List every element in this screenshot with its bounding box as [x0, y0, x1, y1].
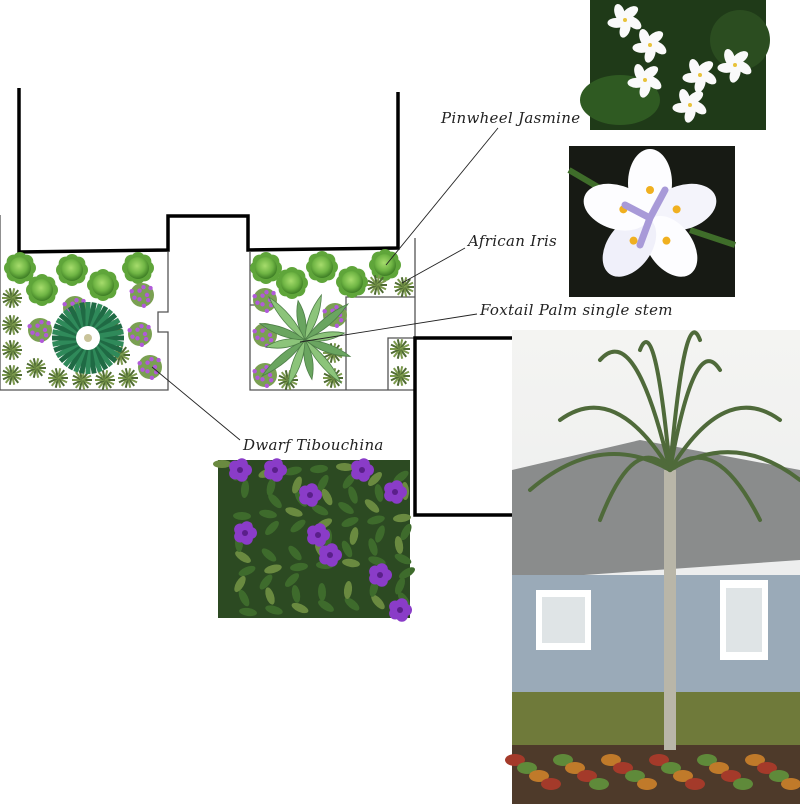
palm-frond — [638, 340, 672, 472]
jasmine-shrub-symbol — [122, 252, 154, 284]
foliage-plant — [733, 778, 753, 790]
jasmine-flower — [682, 59, 717, 93]
iris-symbol — [2, 340, 22, 360]
iris-symbol — [26, 358, 46, 378]
iris-petal — [583, 183, 650, 231]
foliage-plant — [577, 770, 597, 782]
tibouchina-flower — [319, 543, 342, 567]
iris-symbol — [394, 277, 414, 297]
palm-frond — [668, 455, 762, 522]
palm-frond — [598, 349, 672, 472]
foliage-plant — [709, 762, 729, 774]
palm-frond — [668, 359, 722, 472]
african-iris-photo — [567, 146, 736, 297]
jasmine-shrub-symbol — [369, 249, 401, 281]
foxtail-palm-photo — [505, 330, 800, 804]
bed-outlines — [0, 215, 416, 391]
tibouchina-flower — [234, 521, 257, 545]
foliage-plant — [529, 770, 549, 782]
label-foxtail-palm: Foxtail Palm single stem — [480, 301, 673, 319]
dwarf-tibouchina-photo — [213, 458, 415, 622]
foliage-plant — [625, 770, 645, 782]
leader-tibouchina — [151, 366, 241, 441]
tibouchina-flower — [369, 563, 392, 587]
foliage-plant — [553, 754, 573, 766]
leader-jasmine — [385, 127, 499, 266]
jasmine-shrub-symbol — [306, 251, 338, 283]
fan-palm-symbol — [52, 302, 124, 374]
foliage-plant — [505, 754, 525, 766]
jasmine-shrub-symbol — [250, 252, 282, 284]
tibouchina-flower — [384, 480, 407, 504]
iris-symbol — [367, 275, 387, 295]
iris-petal — [643, 215, 698, 277]
foliage-plant — [601, 754, 621, 766]
palm-frond — [668, 330, 702, 472]
foliage-plant — [541, 778, 561, 790]
jasmine-flower — [672, 89, 707, 123]
tibouchina-flower — [299, 483, 322, 507]
iris-symbol — [2, 288, 22, 308]
iris-symbol — [95, 370, 115, 390]
jasmine-shrub-symbol — [336, 266, 368, 298]
iris-symbol — [390, 366, 410, 386]
foliage-plant — [613, 762, 633, 774]
tibouchina-symbol — [127, 322, 152, 348]
foliage-plant — [721, 770, 741, 782]
tibouchina-flower — [264, 458, 287, 482]
iris-symbol — [72, 370, 92, 390]
palm-frond — [558, 405, 672, 472]
tibouchina-flower — [307, 523, 330, 547]
foliage-plant — [673, 770, 693, 782]
house-wall — [17, 88, 512, 517]
jasmine-shrub-symbol — [276, 267, 308, 299]
jasmine-shrub-symbol — [4, 252, 36, 284]
foliage-plant — [589, 778, 609, 790]
foxtail-palm-symbol — [258, 293, 352, 387]
plant-symbols — [2, 249, 414, 390]
iris-symbol — [2, 315, 22, 335]
foliage-plant — [649, 754, 669, 766]
jasmine-shrub-symbol — [87, 269, 119, 301]
jasmine-flower — [717, 49, 752, 83]
jasmine-flower — [607, 4, 642, 38]
foliage-plant — [565, 762, 585, 774]
foliage-plant — [781, 778, 800, 790]
leader-iris — [401, 247, 466, 284]
palm-frond — [668, 405, 782, 472]
tibouchina-symbol — [129, 283, 154, 309]
foliage-plant — [769, 770, 789, 782]
iris-symbol — [48, 368, 68, 388]
tibouchina-flower — [351, 458, 374, 482]
palm-frond — [528, 452, 672, 492]
iris-symbol — [118, 368, 138, 388]
foliage-plant — [685, 778, 705, 790]
pinwheel-jasmine-photo — [580, 0, 770, 130]
palm-frond — [598, 455, 672, 522]
foliage-plant — [757, 762, 777, 774]
foliage-plant — [745, 754, 765, 766]
foliage-plant — [637, 778, 657, 790]
tibouchina-flower — [389, 598, 412, 622]
iris-symbol — [2, 365, 22, 385]
leader-palm — [299, 313, 478, 343]
tibouchina-symbol — [27, 318, 52, 344]
jasmine-shrub-symbol — [56, 254, 88, 286]
jasmine-flower — [632, 29, 667, 63]
foliage-plant — [697, 754, 717, 766]
foliage-plant — [661, 762, 681, 774]
leader-lines — [151, 127, 499, 441]
label-pinwheel-jasmine: Pinwheel Jasmine — [441, 109, 581, 127]
iris-symbol — [390, 339, 410, 359]
tibouchina-flower — [229, 458, 252, 482]
jasmine-flower — [627, 64, 662, 98]
label-african-iris: African Iris — [468, 232, 558, 250]
foliage-plant — [517, 762, 537, 774]
label-dwarf-tibouchina: Dwarf Tibouchina — [243, 436, 384, 454]
jasmine-shrub-symbol — [26, 274, 58, 306]
tibouchina-symbol — [137, 355, 162, 381]
